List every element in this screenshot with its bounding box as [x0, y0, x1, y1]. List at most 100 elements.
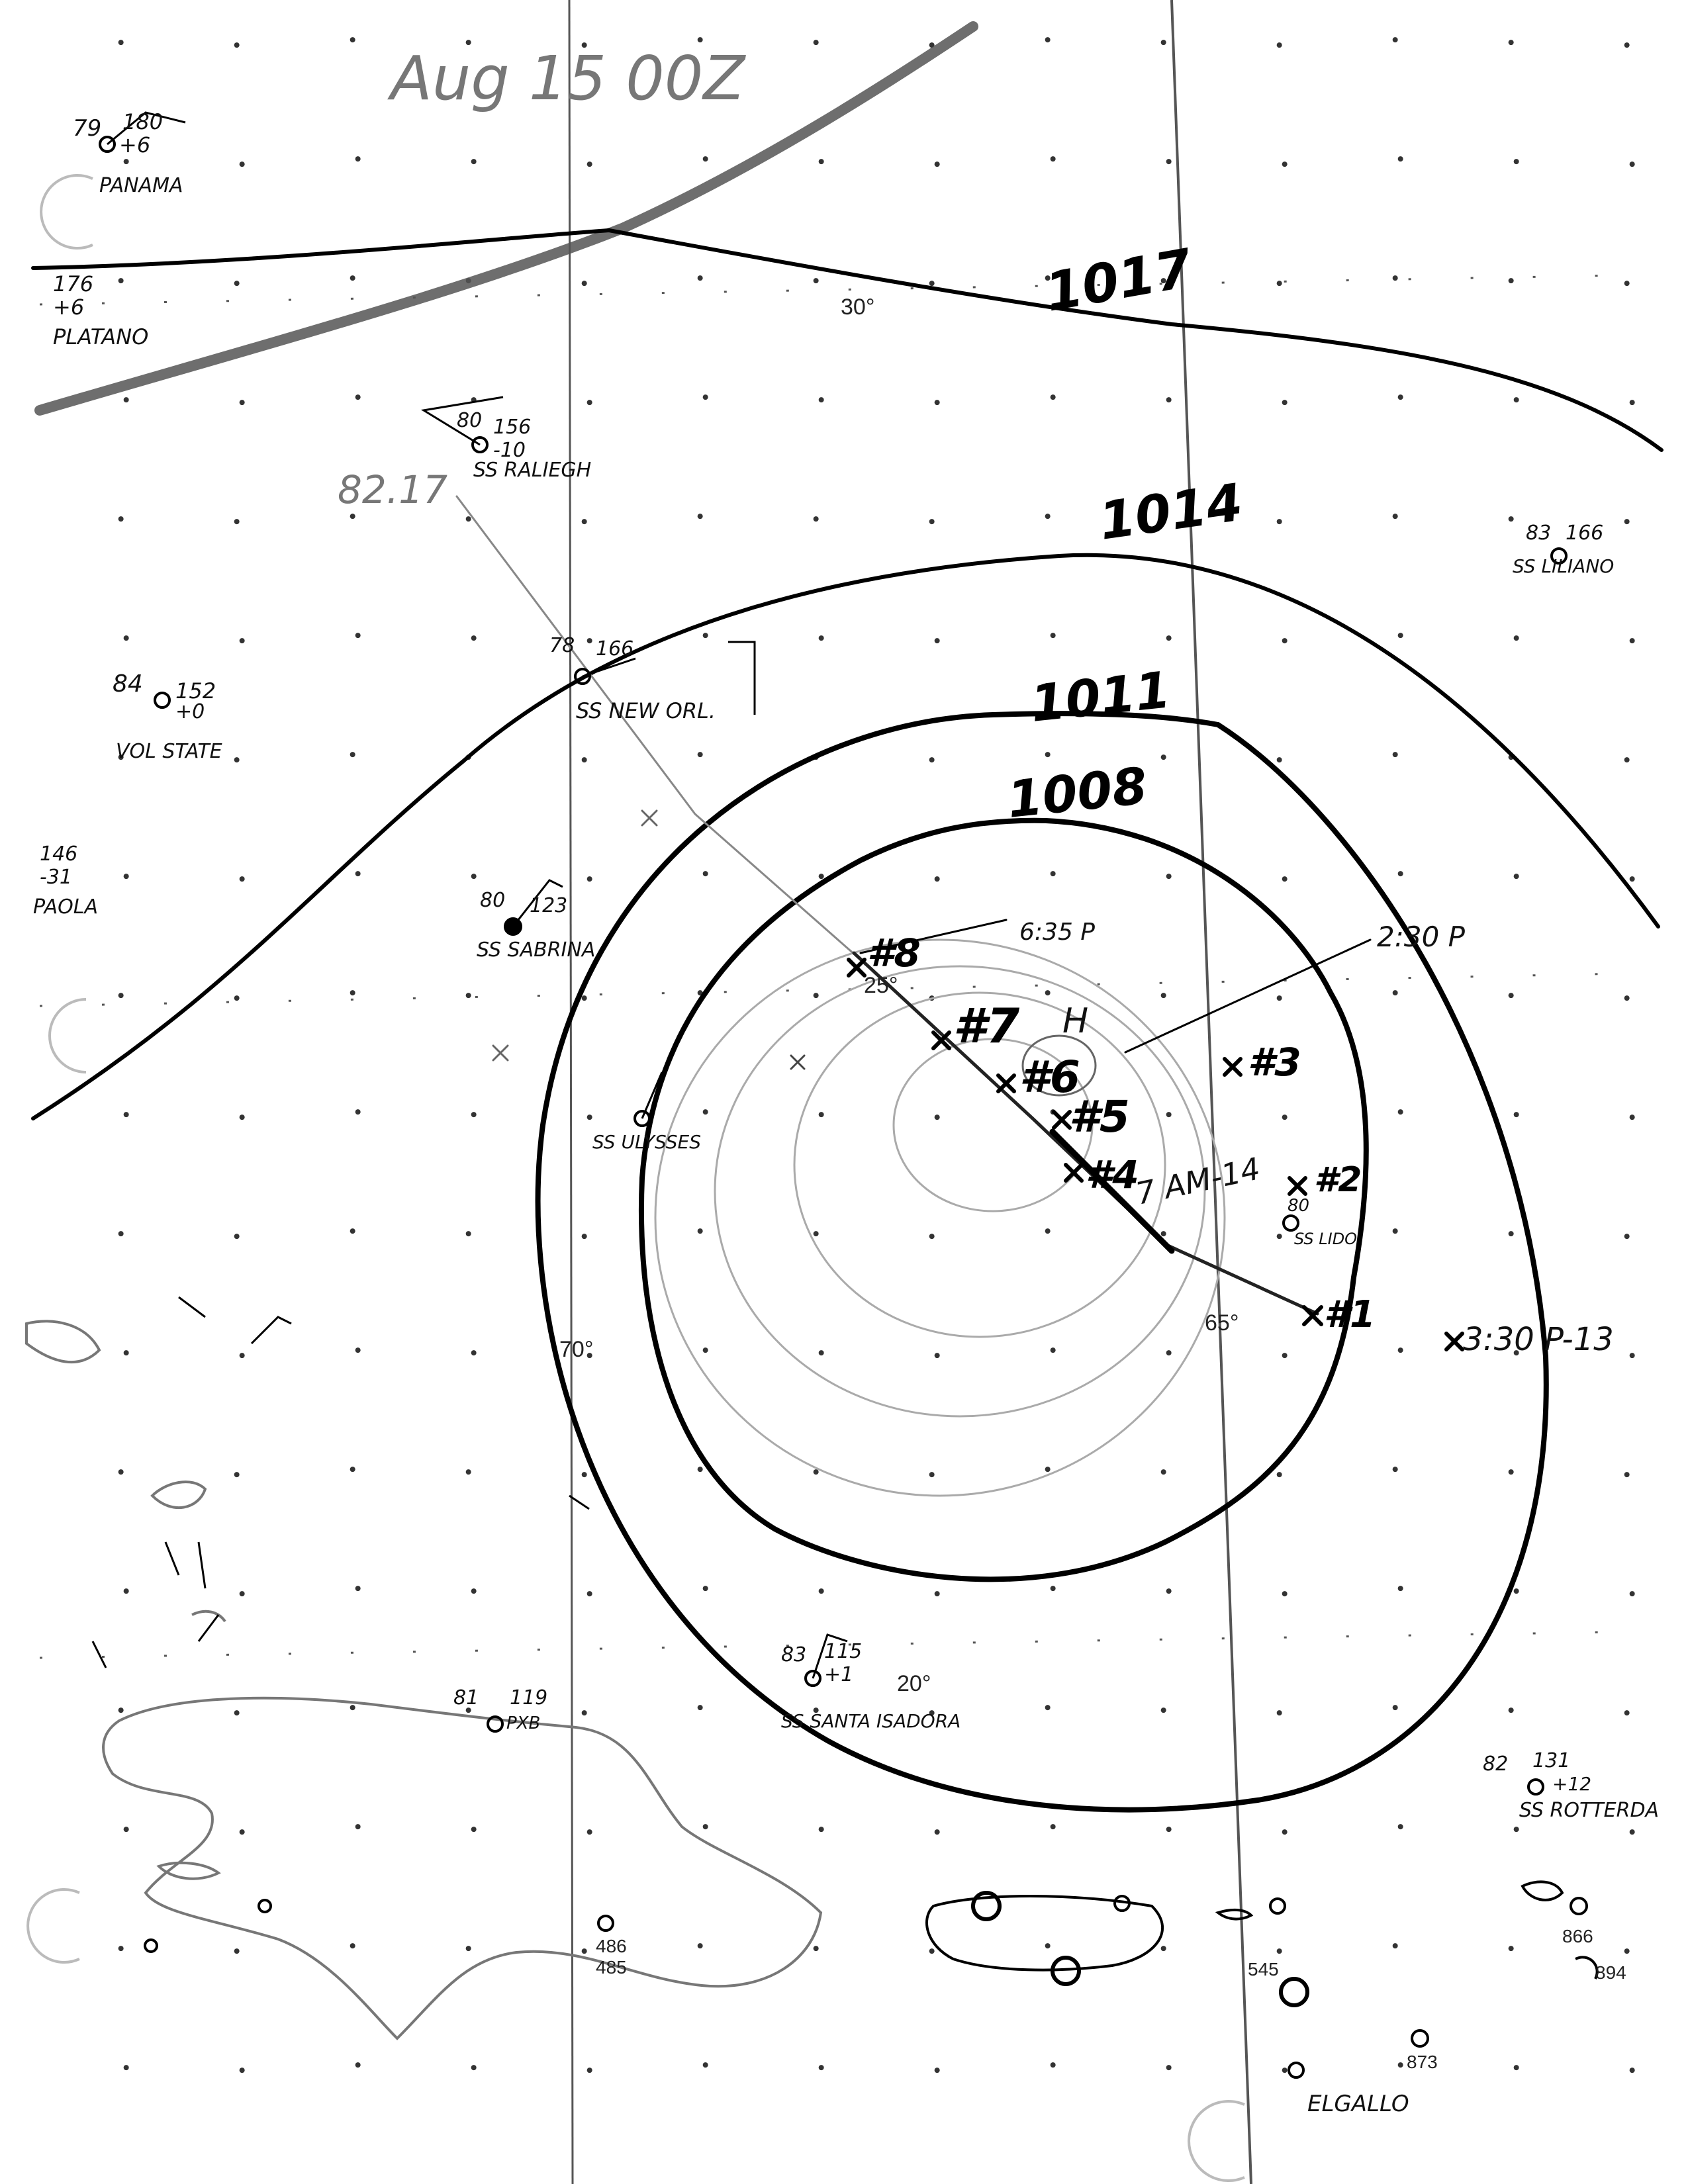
isobar-label-1014: 1014 [1096, 473, 1246, 551]
grid-dot [1282, 2068, 1288, 2073]
grid-dot [1513, 397, 1519, 403]
grid-dot [118, 278, 124, 284]
grid-dot [239, 876, 245, 882]
grid-dot [1050, 156, 1056, 162]
station-pressure: 166 [1566, 522, 1603, 545]
grid-dot [234, 995, 240, 1001]
grid-dot [1513, 1350, 1519, 1356]
grid-dot [1166, 874, 1172, 880]
grid-dot [1045, 1705, 1051, 1711]
grid-dot [1160, 1707, 1166, 1713]
station-temp: 80 [457, 409, 482, 432]
coastline-puerto-rico [925, 1895, 1164, 1972]
grid-dot [1624, 1948, 1630, 1954]
station-name: PANAMA [99, 174, 183, 197]
grid-dot [1166, 397, 1172, 403]
station-temp: 78 [549, 634, 575, 657]
center-swirl [1021, 1034, 1097, 1097]
grid-dot [471, 159, 477, 165]
grid-dot [465, 1946, 471, 1952]
coastlines [25, 1320, 1599, 2040]
isobar-label-1008: 1008 [1005, 756, 1150, 829]
station-temp: 82 [1483, 1752, 1508, 1776]
station-pressure: 146 [40, 842, 77, 866]
station-santa-isadora [804, 1670, 821, 1687]
grid-dot [350, 1943, 355, 1949]
grid-dot [697, 1228, 703, 1234]
grid-dot [1276, 1948, 1282, 1954]
station-name: ELGALLO [1307, 2091, 1409, 2117]
graticule [39, 0, 1656, 2184]
station-tendency: -31 [40, 866, 72, 889]
station-pressure: 166 [596, 637, 633, 660]
grid-dot [813, 1469, 819, 1475]
radial-line-1 [859, 919, 1008, 954]
grid-dot [465, 1231, 471, 1237]
grid-dot [471, 1827, 477, 1833]
grid-dot [355, 394, 361, 400]
grid-dot [1282, 1115, 1288, 1120]
grid-dot [929, 1472, 935, 1478]
grid-dot [702, 156, 708, 162]
station-id: 866 [1562, 1926, 1593, 1946]
grid-marks [118, 37, 1635, 2073]
station-left-2 [258, 1899, 272, 1913]
grid-dot [471, 1112, 477, 1118]
grid-dot [1045, 752, 1051, 758]
grid-dot [471, 635, 477, 641]
isobar-label-1011: 1011 [1028, 660, 1174, 733]
grid-dot [239, 400, 245, 406]
station-tendency: -10 [493, 439, 526, 462]
station-pressure: 123 [530, 894, 567, 917]
marker-x [1288, 1176, 1307, 1196]
grid-dot [1160, 1946, 1166, 1952]
grid-dot [1397, 2062, 1403, 2068]
station-name: SS SABRINA [477, 938, 595, 962]
grid-dot [586, 161, 592, 167]
grid-dot [1282, 1353, 1288, 1359]
grid-dot [1160, 1231, 1166, 1237]
grid-dot [818, 1350, 824, 1356]
grid-dot [702, 1824, 708, 1830]
grid-dot [350, 514, 355, 520]
lat-label-25: 25° [864, 973, 898, 998]
grid-dot [1276, 519, 1282, 525]
station-id: 486 [596, 1936, 627, 1956]
grid-dot [234, 757, 240, 763]
grid-dot [350, 275, 355, 281]
grid-dot [1508, 278, 1514, 284]
grid-dot [581, 1472, 587, 1478]
station-name: PLATANO [53, 324, 148, 349]
grid-dot [929, 1234, 935, 1240]
grid-dot [1624, 281, 1630, 287]
grid-dot [350, 752, 355, 758]
grid-dot [1160, 993, 1166, 999]
grid-dot [1392, 275, 1398, 281]
grid-dot [1624, 1710, 1630, 1716]
grid-dot [1282, 400, 1288, 406]
grid-dot [234, 1472, 240, 1478]
grid-dot [1392, 1705, 1398, 1711]
grid-dot [1629, 400, 1635, 406]
grid-dot [1160, 278, 1166, 284]
grid-dot [1508, 1231, 1514, 1237]
grid-dot [702, 394, 708, 400]
station-pressure: 176 [53, 271, 93, 296]
station-name: SS LIDO [1294, 1230, 1357, 1248]
grid-dot [355, 871, 361, 877]
time-annotation-330p: 3:30 P-13 [1463, 1321, 1614, 1358]
grid-dot [697, 514, 703, 520]
station-panama [99, 136, 116, 153]
grid-dot [813, 1231, 819, 1237]
grid-dot [702, 633, 708, 639]
isobar-1017 [31, 228, 1664, 452]
lon-label-70: 70° [559, 1337, 593, 1362]
grid-dot [350, 1467, 355, 1473]
grid-dot [1513, 2065, 1519, 2071]
coastline-bahamas [25, 1320, 101, 1364]
grid-dot [702, 871, 708, 877]
station-name: PAOLA [33, 895, 98, 919]
station-name: SS ULYSSES [592, 1131, 701, 1153]
marker-x [790, 1054, 806, 1070]
track-label-7: #7 [953, 998, 1019, 1054]
